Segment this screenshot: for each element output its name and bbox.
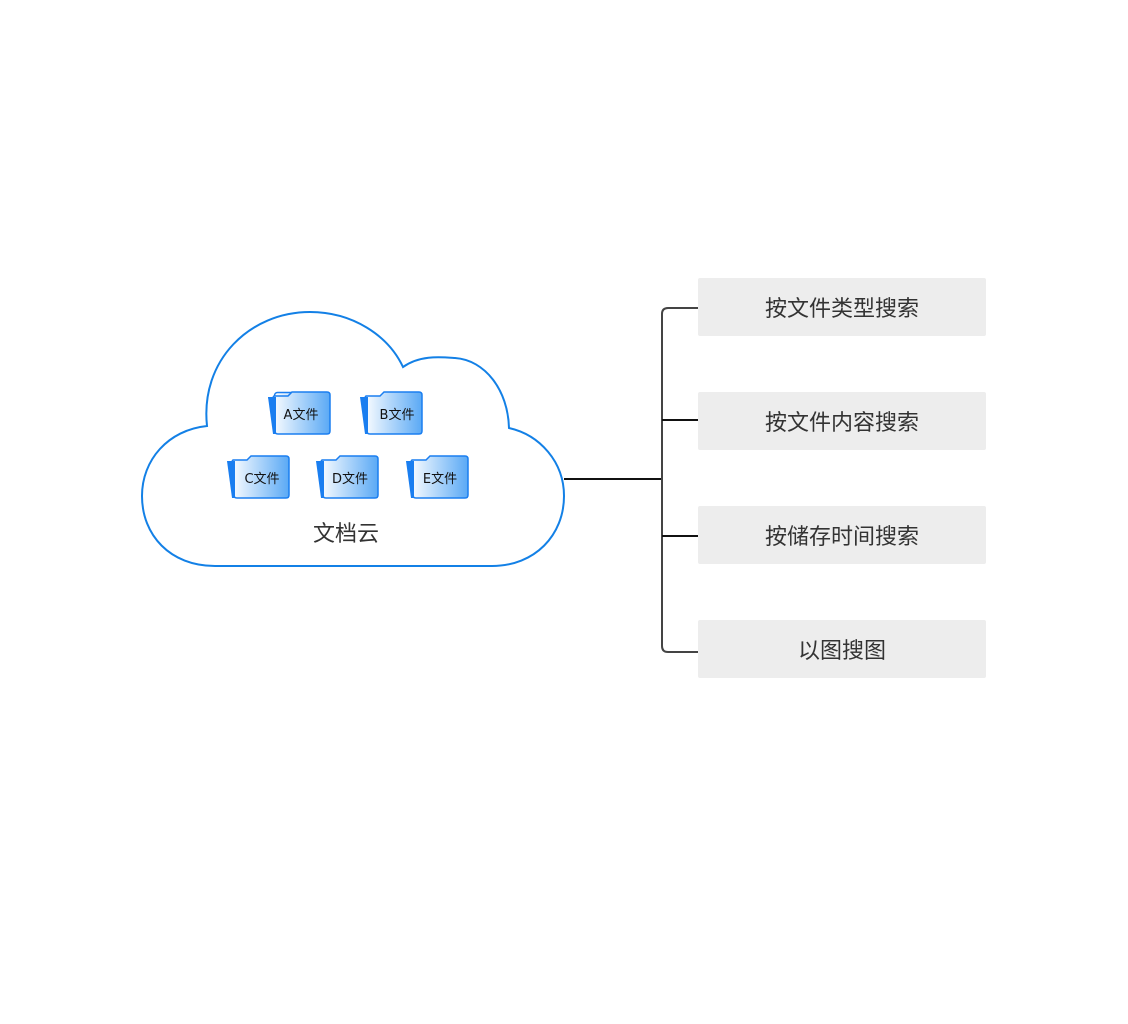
option-label: 按储存时间搜索: [764, 525, 919, 550]
folder-a[interactable]: A文件: [268, 391, 331, 435]
folder-label: C文件: [244, 472, 279, 487]
search-by-image-button[interactable]: 以图搜图: [698, 620, 986, 678]
option-label: 按文件类型搜索: [764, 297, 919, 322]
folder-label: D文件: [332, 472, 368, 487]
folder-label: A文件: [284, 408, 319, 423]
folder-icon: [227, 461, 235, 498]
search-by-storage-time-button[interactable]: 按储存时间搜索: [698, 506, 986, 564]
branch-bracket: [661, 307, 698, 653]
folder-e[interactable]: E文件: [406, 455, 469, 499]
folder-b[interactable]: B文件: [360, 391, 423, 435]
cloud-label: 文档云: [313, 522, 379, 547]
folder-icon: [406, 461, 414, 498]
folder-icon: [316, 461, 324, 498]
document-cloud: A文件 B文件 C文件 D文件 E文件 文档云: [140, 310, 566, 567]
folder-label: B文件: [380, 408, 415, 423]
folder-icon: [360, 397, 368, 434]
folder-label: E文件: [423, 472, 457, 487]
search-by-file-type-button[interactable]: 按文件类型搜索: [698, 278, 986, 336]
cloud-outline: [140, 310, 566, 567]
search-by-file-content-button[interactable]: 按文件内容搜索: [698, 392, 986, 450]
option-label: 按文件内容搜索: [764, 411, 919, 436]
option-label: 以图搜图: [797, 639, 886, 664]
folder-d[interactable]: D文件: [316, 455, 379, 499]
folder-c[interactable]: C文件: [227, 455, 290, 499]
